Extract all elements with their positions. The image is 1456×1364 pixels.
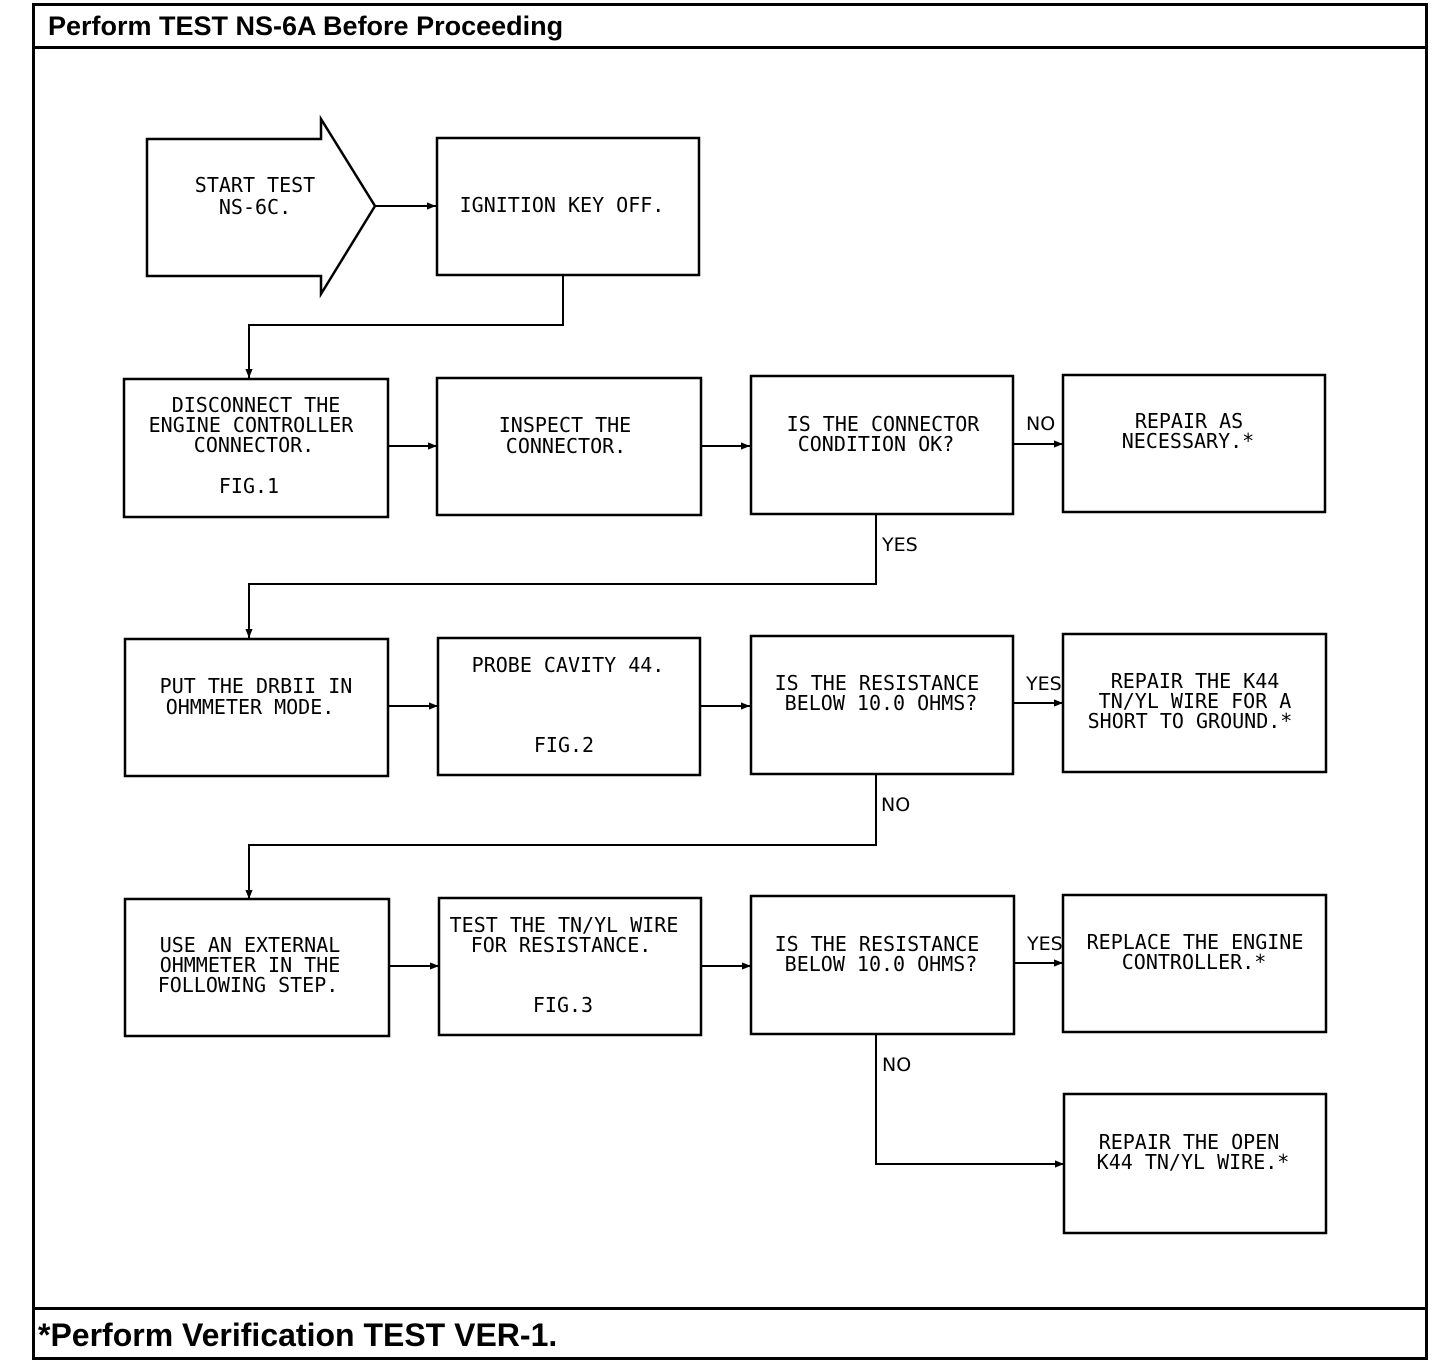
node-inspect: INSPECT THE CONNECTOR.: [435, 376, 703, 517]
node-repair-open-line-1: REPAIR THE OPEN: [1099, 1130, 1280, 1154]
node-question-resistance-1-line-1: IS THE RESISTANCE: [775, 671, 980, 695]
node-repair-short: REPAIR THE K44 TN/YL WIRE FOR A SHORT TO…: [1061, 632, 1328, 774]
node-external-ohmmeter-line-1: USE AN EXTERNAL: [160, 933, 341, 957]
node-repair-necessary-line-2: NECESSARY.*: [1122, 429, 1254, 453]
edge-ignition-disconnect: [245, 276, 564, 378]
node-test-wire-fig: FIG.3: [533, 993, 593, 1017]
node-disconnect-line-3: CONNECTOR.: [194, 433, 314, 457]
node-ignition: IGNITION KEY OFF.: [435, 136, 701, 277]
node-disconnect-line-1: DISCONNECT THE: [172, 393, 341, 417]
node-test-wire-line-2: FOR RESISTANCE.: [471, 933, 652, 957]
node-drbii: PUT THE DRBII IN OHMMETER MODE.: [123, 637, 390, 778]
node-probe: PROBE CAVITY 44. FIG.2: [436, 636, 702, 777]
node-repair-short-line-1: REPAIR THE K44: [1111, 669, 1280, 693]
node-repair-short-line-2: TN/YL WIRE FOR A: [1099, 689, 1292, 713]
branch-label-yes-1: YES: [881, 534, 918, 556]
node-drbii-line-2: OHMMETER MODE.: [166, 695, 335, 719]
node-replace-controller: REPLACE THE ENGINE CONTROLLER.*: [1061, 893, 1328, 1034]
node-probe-fig: FIG.2: [534, 733, 594, 757]
connector-lines: [245, 202, 1064, 1168]
node-question-connector-line-1: IS THE CONNECTOR: [787, 412, 981, 436]
node-repair-necessary-line-1: REPAIR AS: [1135, 409, 1243, 433]
node-replace-controller-line-1: REPLACE THE ENGINE: [1087, 930, 1304, 954]
node-start-line-2: NS-6C.: [219, 195, 291, 219]
node-start-line-1: START TEST: [195, 173, 315, 197]
node-inspect-line-1: INSPECT THE: [499, 413, 631, 437]
page-header: Perform TEST NS-6A Before Proceeding: [35, 6, 1425, 49]
branch-label-no-3: NO: [882, 1054, 911, 1076]
node-question-connector-line-2: CONDITION OK?: [798, 432, 955, 456]
node-repair-open: REPAIR THE OPEN K44 TN/YL WIRE.*: [1062, 1092, 1328, 1235]
node-question-resistance-2-line-2: BELOW 10.0 OHMS?: [785, 952, 978, 976]
node-question-resistance-1: IS THE RESISTANCE BELOW 10.0 OHMS?: [749, 634, 1015, 776]
node-repair-short-line-3: SHORT TO GROUND.*: [1088, 709, 1293, 733]
node-test-wire: TEST THE TN/YL WIRE FOR RESISTANCE. FIG.…: [437, 896, 703, 1037]
node-inspect-line-2: CONNECTOR.: [506, 434, 626, 458]
node-question-connector: IS THE CONNECTOR CONDITION OK?: [749, 374, 1015, 516]
node-probe-line-1: PROBE CAVITY 44.: [472, 653, 665, 677]
node-external-ohmmeter-line-2: OHMMETER IN THE: [160, 953, 341, 977]
footer-note: *Perform Verification TEST VER-1.: [35, 1307, 1425, 1357]
node-repair-necessary: REPAIR AS NECESSARY.*: [1061, 373, 1327, 514]
node-drbii-line-1: PUT THE DRBII IN: [160, 674, 353, 698]
edge-question3-repairopen-no: [875, 1034, 1064, 1168]
node-disconnect: DISCONNECT THE ENGINE CONTROLLER CONNECT…: [122, 377, 390, 519]
node-ignition-line-1: IGNITION KEY OFF.: [460, 193, 665, 217]
page-frame: Perform TEST NS-6A Before Proceeding *Pe…: [32, 3, 1428, 1360]
edge-question-drbii-yes: [245, 515, 877, 638]
node-question-resistance-2-line-1: IS THE RESISTANCE: [775, 932, 980, 956]
node-external-ohmmeter-line-3: FOLLOWING STEP.: [158, 973, 339, 997]
branch-label-no-1: NO: [1026, 413, 1055, 435]
node-disconnect-fig: FIG.1: [219, 474, 279, 498]
branch-label-yes-2: YES: [1025, 673, 1062, 695]
node-external-ohmmeter: USE AN EXTERNAL OHMMETER IN THE FOLLOWIN…: [123, 897, 391, 1038]
node-repair-open-line-2: K44 TN/YL WIRE.*: [1097, 1150, 1290, 1174]
node-question-resistance-1-line-2: BELOW 10.0 OHMS?: [785, 691, 978, 715]
node-test-wire-line-1: TEST THE TN/YL WIRE: [450, 913, 679, 937]
edge-question2-external-no: [245, 775, 877, 899]
node-start: START TEST NS-6C.: [145, 114, 377, 299]
node-disconnect-line-2: ENGINE CONTROLLER: [149, 413, 355, 437]
branch-label-no-2: NO: [881, 794, 910, 816]
node-replace-controller-line-2: CONTROLLER.*: [1122, 950, 1267, 974]
branch-label-yes-3: YES: [1026, 933, 1063, 955]
node-question-resistance-2: IS THE RESISTANCE BELOW 10.0 OHMS?: [749, 894, 1016, 1036]
branch-labels: NO YES YES NO YES NO: [881, 413, 1063, 1076]
